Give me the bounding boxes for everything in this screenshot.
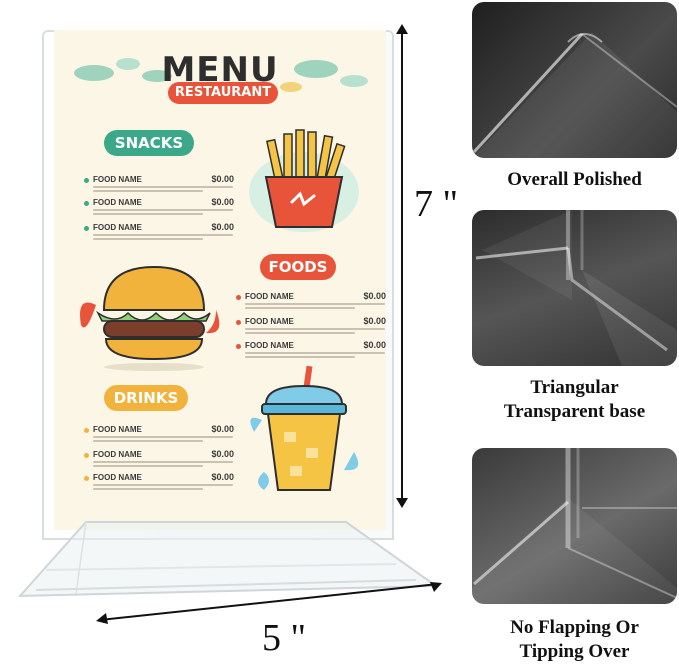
list-item: FOOD NAME $0.00 [84, 472, 234, 495]
decor-blob [340, 75, 368, 87]
decor-blob [74, 65, 114, 81]
feature-caption-no-tipping: No Flapping Or Tipping Over [470, 616, 679, 664]
feature-photo-polished [472, 2, 677, 158]
list-item: FOOD NAME $0.00 [84, 449, 234, 472]
caption-line: Overall Polished [507, 169, 642, 190]
restaurant-badge: RESTAURANT [168, 82, 278, 104]
section-snacks: SNACKS [104, 130, 194, 156]
list-item: FOOD NAME $0.00 [236, 316, 386, 339]
height-dimension-arrow [396, 24, 408, 508]
section-foods: FOODS [260, 254, 336, 280]
decor-blob [294, 60, 338, 78]
feature-photo-triangular-base [472, 210, 677, 366]
list-item: FOOD NAME $0.00 [236, 340, 386, 363]
list-item: FOOD NAME $0.00 [84, 222, 234, 245]
list-item: FOOD NAME $0.00 [84, 424, 234, 447]
list-item: FOOD NAME $0.00 [84, 197, 234, 220]
height-label: 7 " [414, 183, 459, 225]
decor-blob [116, 58, 140, 70]
feature-photo-no-tipping [472, 448, 677, 604]
width-dimension-arrow [96, 582, 442, 624]
caption-line: Transparent base [503, 401, 646, 422]
drink-cup-illustration [250, 365, 359, 491]
menu-card: MENU RESTAURANT SNACKS FOOD NAME $0.00 F… [54, 30, 386, 530]
caption-line: Tipping Over [519, 641, 630, 662]
feature-caption-triangular-base: Triangular Transparent base [470, 376, 679, 424]
section-drinks: DRINKS [104, 385, 188, 411]
list-item: FOOD NAME $0.00 [84, 174, 234, 197]
triangular-base [17, 521, 440, 598]
caption-line: Triangular [530, 377, 619, 398]
french-fries-illustration [249, 129, 359, 232]
decor-blob [142, 70, 172, 82]
caption-line: No Flapping Or [510, 617, 639, 638]
list-item: FOOD NAME $0.00 [236, 291, 386, 314]
feature-caption-polished: Overall Polished [470, 168, 679, 192]
decor-blob [280, 82, 302, 92]
burger-illustration [80, 265, 220, 371]
width-label: 5 " [262, 617, 307, 659]
